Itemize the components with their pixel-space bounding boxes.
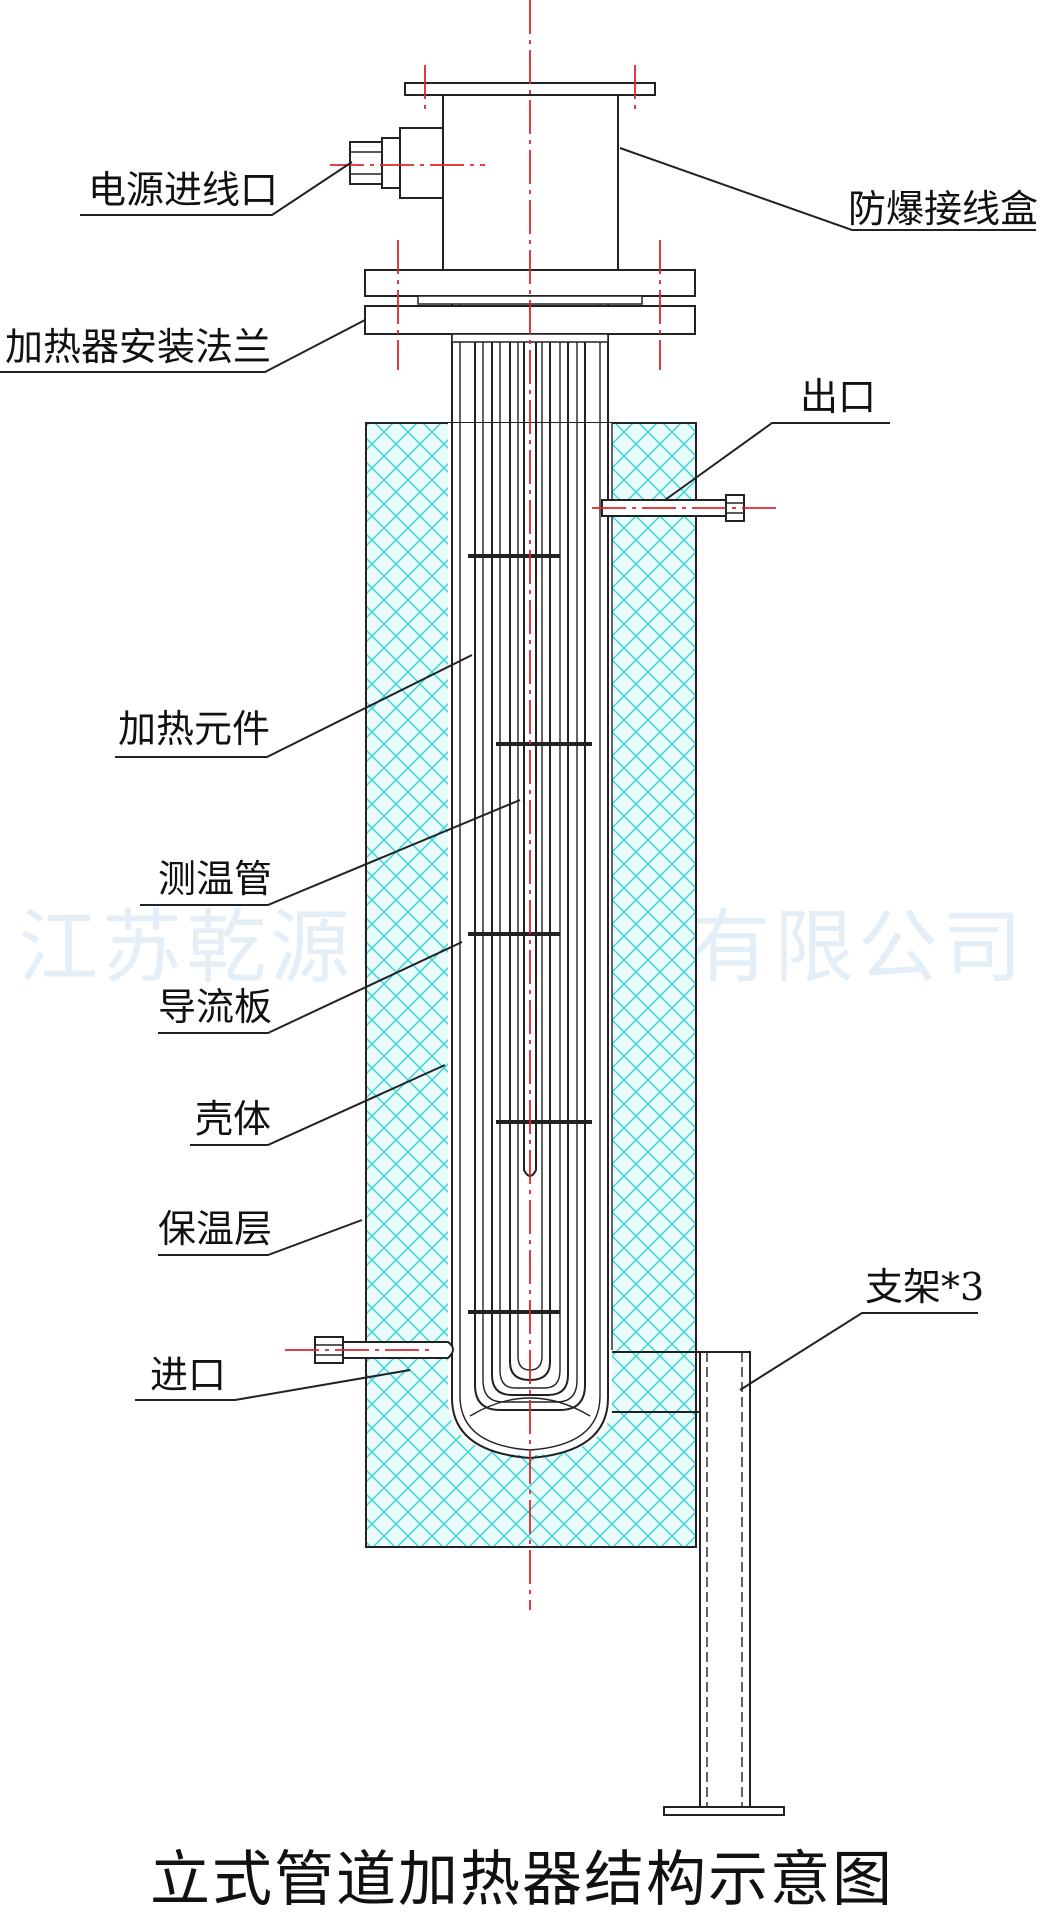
support-stand: [612, 1351, 785, 1816]
diagram-title: 立式管道加热器结构示意图: [150, 1845, 894, 1915]
label-baffle: 导流板: [158, 985, 272, 1029]
label-power-inlet: 电源进线口: [88, 168, 278, 212]
label-support: 支架*3: [865, 1265, 984, 1309]
labels: 电源进线口 防爆接线盒 加热器安装法兰 出口 加热元件 测温管 导流板 壳体 保…: [5, 168, 1038, 1397]
label-outlet: 出口: [800, 375, 876, 419]
label-inlet: 进口: [150, 1353, 226, 1397]
baffle-plates: [468, 554, 592, 1314]
label-mounting-flange: 加热器安装法兰: [5, 325, 271, 369]
label-thermo-tube: 测温管: [158, 857, 272, 901]
label-junction-box: 防爆接线盒: [848, 187, 1038, 231]
leader-lines: [0, 147, 1036, 1401]
insulation-layer: [365, 422, 697, 1548]
label-insulation: 保温层: [158, 1207, 272, 1251]
power-inlet-gland: [349, 127, 444, 199]
center-lines: [285, 0, 778, 1610]
label-shell: 壳体: [195, 1097, 271, 1141]
label-heating-element: 加热元件: [118, 707, 270, 751]
